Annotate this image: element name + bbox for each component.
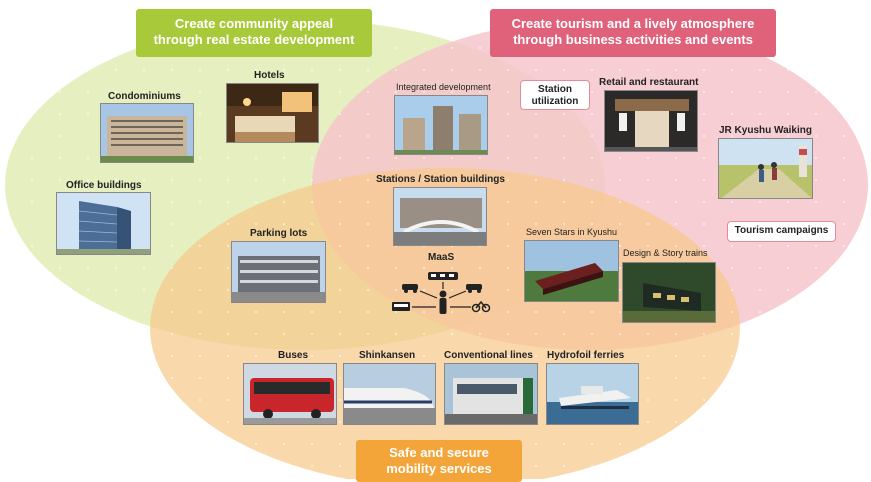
conventional-lines-photo: [444, 363, 538, 425]
office-buildings-label: Office buildings: [66, 180, 142, 191]
maas-label: MaaS: [428, 252, 455, 263]
banner-line: Create tourism and a lively atmosphere: [511, 16, 755, 31]
jr-walking-photo: [718, 138, 813, 199]
parking-lots-photo: [231, 241, 326, 303]
station-utilization-label: Station utilization: [520, 80, 590, 110]
office-buildings-photo: [56, 192, 151, 255]
shinkansen-label: Shinkansen: [359, 350, 416, 361]
bicycle-icon: [471, 300, 491, 313]
design-story-photo: [622, 262, 716, 323]
stations-photo: [393, 187, 487, 246]
taxi-icon: [466, 284, 482, 293]
condominiums-photo: [100, 103, 194, 163]
banner-line: Create community appeal: [174, 16, 334, 31]
label-line: utilization: [531, 96, 579, 107]
stations-label: Stations / Station buildings: [376, 174, 505, 185]
hotels-label: Hotels: [254, 70, 285, 81]
tourism-campaigns-label: Tourism campaigns: [727, 221, 836, 242]
hydrofoil-ferries-label: Hydrofoil ferries: [547, 350, 625, 361]
bus-icon: [392, 302, 410, 311]
integrated-development-label: Integrated development: [396, 82, 491, 92]
retail-restaurant-label: Retail and restaurant: [599, 77, 699, 88]
banner-line: Safe and secure: [389, 445, 489, 460]
train-icon: [428, 272, 458, 280]
banner-line: through business activities and events: [513, 32, 753, 47]
person-icon: [439, 290, 447, 314]
car-icon: [402, 284, 418, 293]
tourism-banner: Create tourism and a lively atmosphere t…: [490, 9, 776, 57]
design-story-label: Design & Story trains: [623, 248, 708, 258]
label-line: Station: [538, 84, 572, 95]
jr-walking-label: JR Kyushu Waiking: [719, 125, 812, 136]
conventional-lines-label: Conventional lines: [444, 350, 533, 361]
integrated-development-photo: [394, 95, 488, 155]
retail-restaurant-photo: [604, 90, 698, 152]
shinkansen-photo: [343, 363, 436, 425]
buses-photo: [243, 363, 337, 425]
buses-label: Buses: [278, 350, 309, 361]
hydrofoil-ferries-photo: [546, 363, 639, 425]
parking-lots-label: Parking lots: [250, 228, 308, 239]
banner-line: through real estate development: [153, 32, 355, 47]
mobility-banner: Safe and secure mobility services: [356, 440, 522, 482]
seven-stars-photo: [524, 240, 619, 302]
hotels-photo: [226, 83, 319, 143]
condominiums-label: Condominiums: [108, 91, 181, 102]
banner-line: mobility services: [386, 461, 492, 476]
maas-diagram: [392, 272, 491, 314]
seven-stars-label: Seven Stars in Kyushu: [526, 227, 618, 237]
real-estate-banner: Create community appeal through real est…: [136, 9, 372, 57]
